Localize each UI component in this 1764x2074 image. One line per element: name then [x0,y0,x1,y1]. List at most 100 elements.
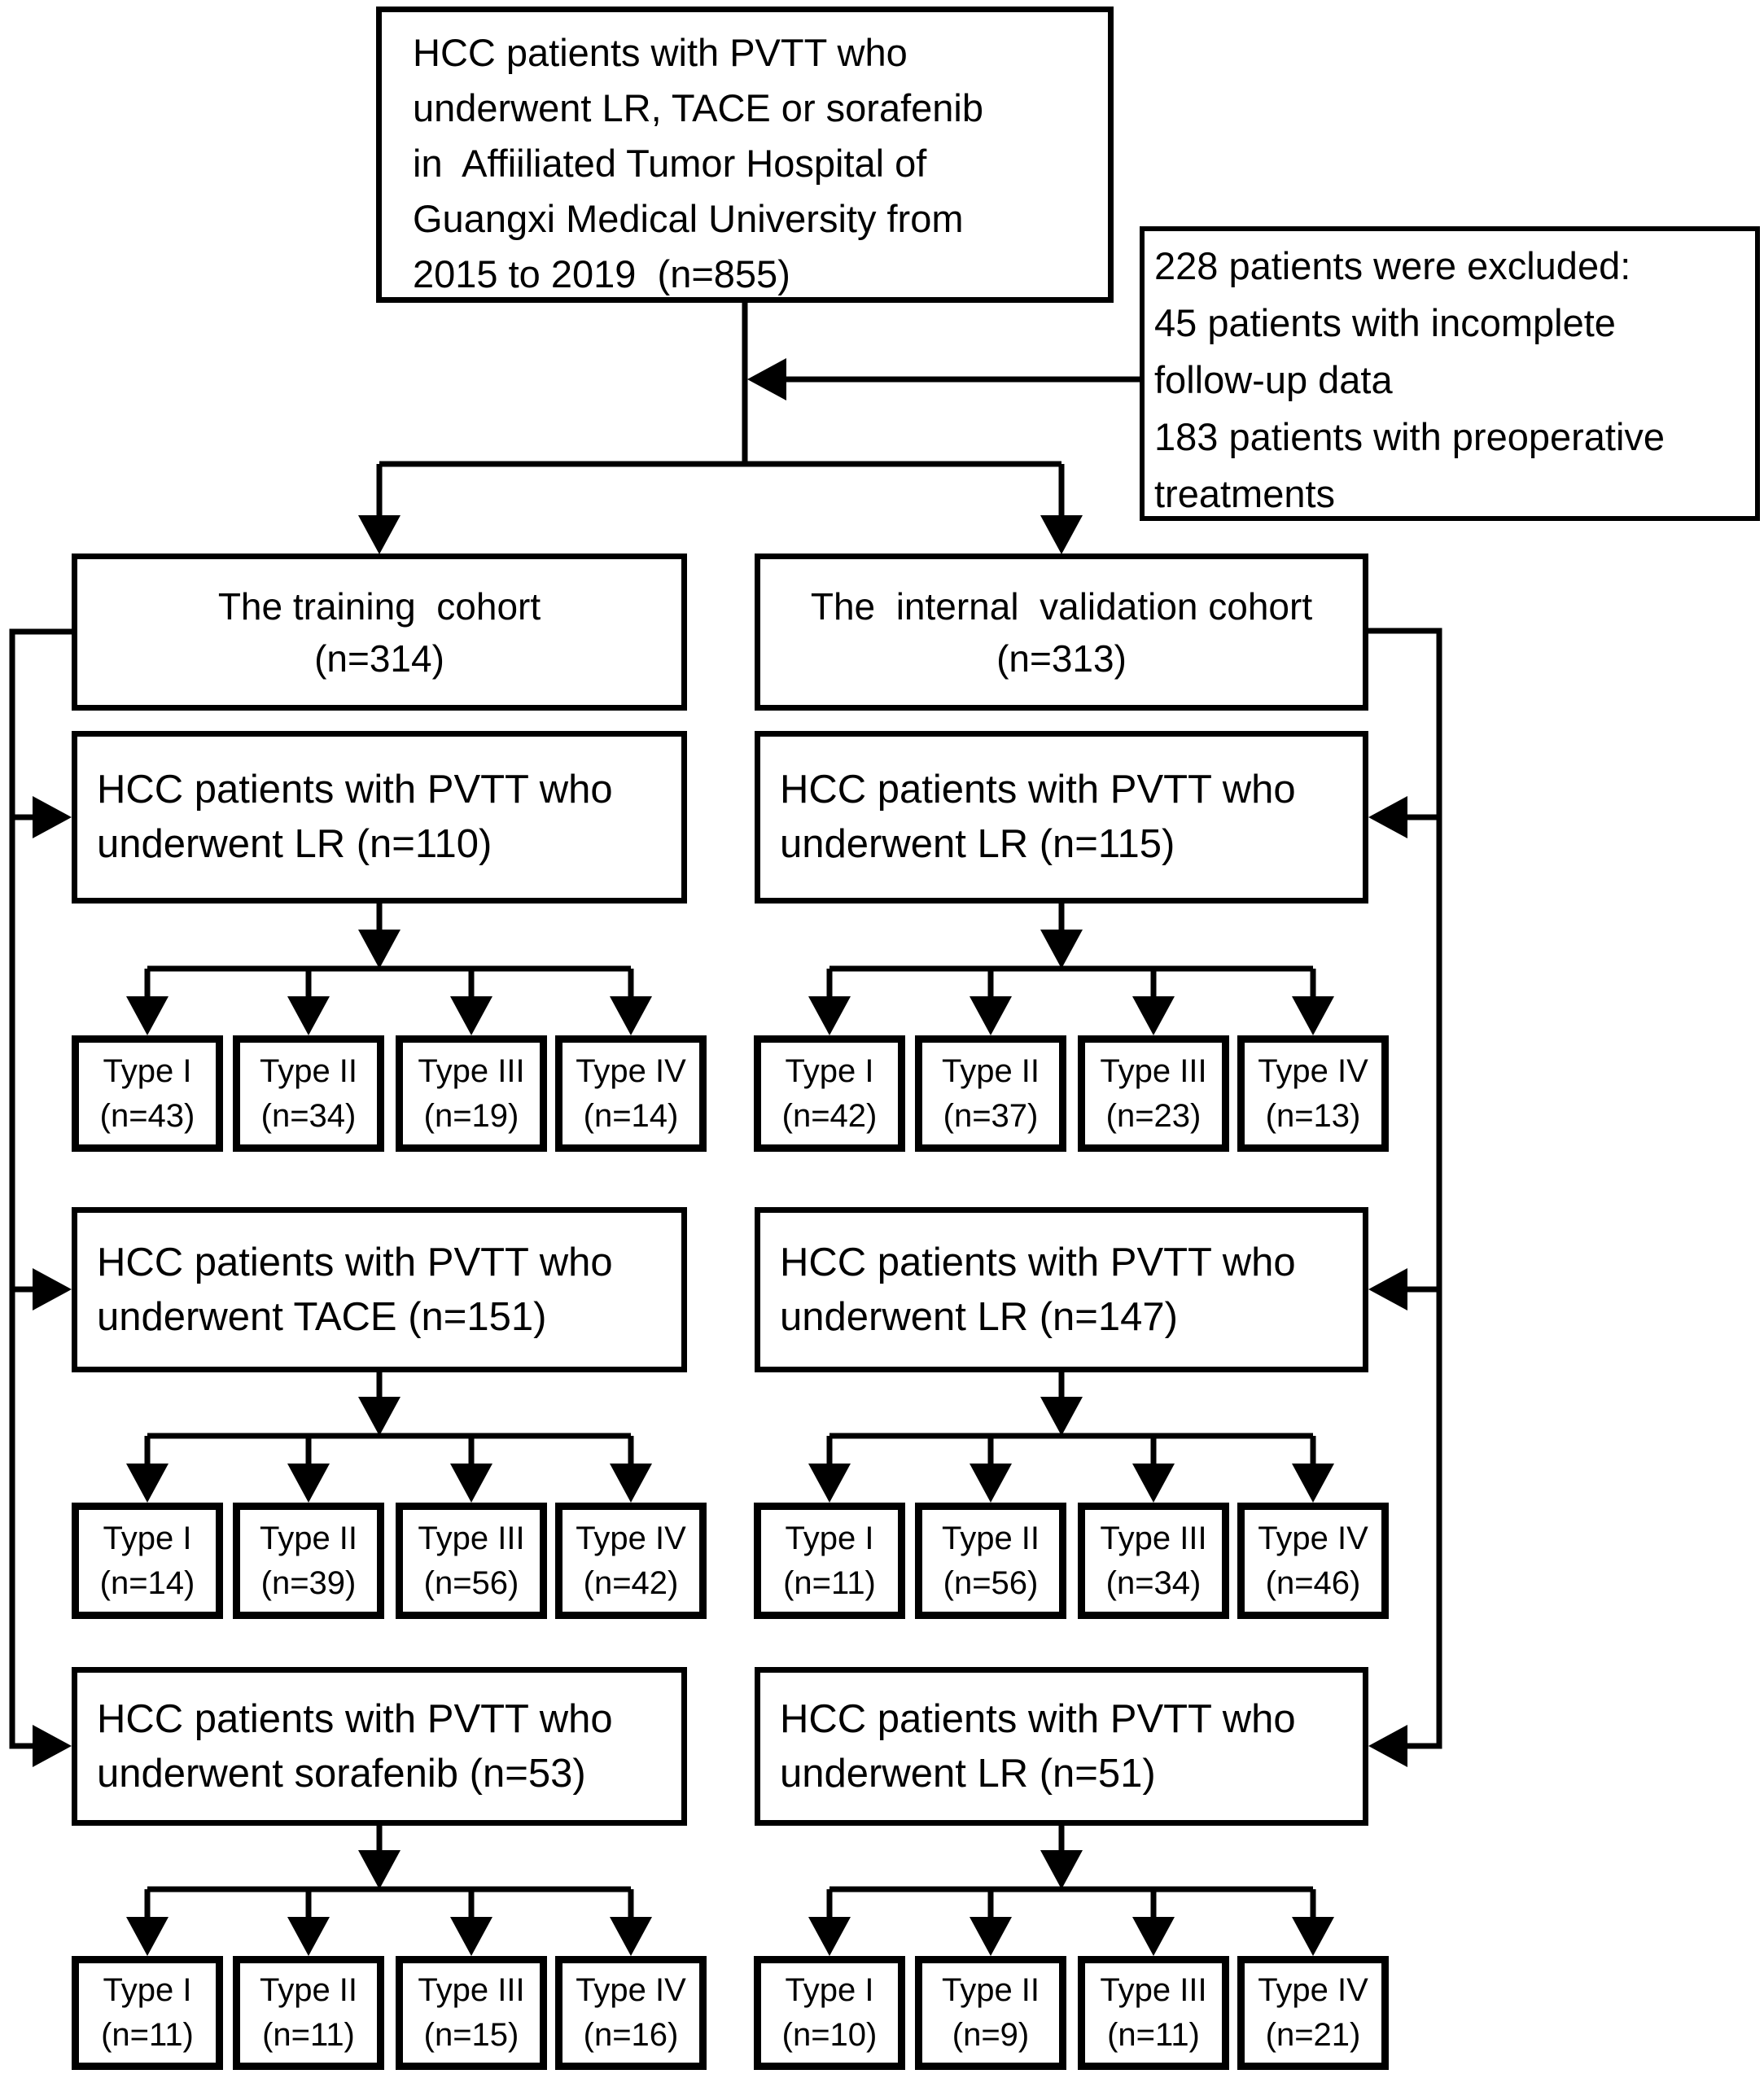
treatment-box-validation-3: HCC patients with PVTT who underwent LR … [755,1667,1368,1826]
arrowheads [33,358,1407,1956]
type-label: Type II [941,1972,1040,2008]
type-count: (n=34) [1105,1564,1202,1601]
type-box: Type III (n=19) [396,1035,547,1152]
type-box: Type II (n=9) [915,1956,1066,2070]
type-count: (n=14) [99,1564,195,1601]
arrowhead-right-2 [1368,1268,1407,1310]
type-box: Type III (n=11) [1078,1956,1229,2070]
type-count: (n=14) [583,1097,679,1134]
fan-val-1 [826,904,1316,996]
type-box: Type IV (n=13) [1237,1035,1389,1152]
fan-val-3 [826,1826,1316,1917]
type-label: Type IV [576,1520,686,1556]
type-box: Type I (n=11) [72,1956,223,2070]
text-line: HCC patients with PVTT who [97,1696,613,1741]
type-count: (n=46) [1265,1564,1361,1601]
type-count: (n=21) [1265,2017,1361,2053]
type-count: (n=10) [781,2017,878,2053]
type-box: Type IV (n=21) [1237,1956,1389,2070]
type-label: Type I [103,1520,192,1556]
type-box: Type II (n=56) [915,1503,1066,1619]
treatment-box-validation-1: HCC patients with PVTT who underwent LR … [755,731,1368,904]
text-line: treatments [1154,472,1336,515]
type-count: (n=11) [101,2017,194,2053]
text-line: underwent TACE (n=151) [97,1294,547,1339]
type-box: Type I (n=42) [754,1035,905,1152]
type-count: (n=37) [943,1097,1039,1134]
type-box: Type IV (n=16) [555,1956,707,2070]
type-box: Type I (n=11) [754,1503,905,1619]
connector-right-rail [1368,628,1442,1749]
text-line: 183 patients with preoperative [1154,415,1666,458]
type-box: Type III (n=34) [1078,1503,1229,1619]
type-label: Type IV [576,1972,686,2008]
text-line: HCC patients with PVTT who [780,768,1296,812]
arrowhead-validation [1040,515,1083,554]
text-line: Guangxi Medical University from [413,197,964,240]
type-count: (n=56) [943,1564,1039,1601]
treatment-box-training-lr: HCC patients with PVTT who underwent LR … [72,731,687,904]
type-box: Type II (n=39) [233,1503,384,1619]
fan-train-1 [144,904,634,996]
type-label: Type II [259,1972,358,2008]
type-count: (n=11) [262,2017,355,2053]
text-line: underwent LR (n=147) [780,1294,1178,1339]
text-line: 2015 to 2019 (n=855) [413,252,790,295]
text-line: HCC patients with PVTT who [97,1240,613,1284]
text-line: The training cohort [217,584,541,628]
arrowhead-training [358,515,401,554]
text-line: 228 patients were excluded: [1154,244,1631,287]
arrowhead-exclusion [747,358,786,400]
type-label: Type III [418,1520,525,1556]
training-cohort-box: The training cohort (n=314) [72,554,687,711]
type-label: Type III [1100,1972,1207,2008]
arrowhead-left-3 [33,1725,72,1767]
text-line: underwent LR (n=115) [780,822,1175,866]
type-box: Type IV (n=46) [1237,1503,1389,1619]
type-label: Type I [785,1052,874,1089]
type-box: Type I (n=10) [754,1956,905,2070]
text-line: The internal validation cohort [810,584,1313,628]
type-label: Type IV [576,1052,686,1089]
exclusion-box: 228 patients were excluded: 45 patients … [1140,226,1760,521]
type-count: (n=34) [260,1097,357,1134]
text-line: underwent LR, TACE or sorafenib [413,86,984,129]
treatment-box-training-sorafenib: HCC patients with PVTT who underwent sor… [72,1667,687,1826]
type-label: Type II [941,1052,1040,1089]
type-box: Type II (n=11) [233,1956,384,2070]
type-label: Type II [941,1520,1040,1556]
arrowhead-left-1 [33,796,72,838]
type-box: Type IV (n=42) [555,1503,707,1619]
validation-cohort-box: The internal validation cohort (n=313) [755,554,1368,711]
type-label: Type III [418,1052,525,1089]
type-count: (n=39) [260,1564,357,1601]
type-label: Type IV [1258,1052,1368,1089]
type-count: (n=13) [1265,1097,1361,1134]
type-box: Type III (n=56) [396,1503,547,1619]
type-label: Type IV [1258,1972,1368,2008]
arrowhead-right-3 [1368,1725,1407,1767]
fan-val-2 [826,1372,1316,1464]
type-count: (n=11) [783,1564,876,1601]
type-label: Type I [785,1972,874,2008]
type-count: (n=23) [1105,1097,1202,1134]
arrowhead-left-2 [33,1268,72,1310]
type-label: Type III [1100,1052,1207,1089]
type-label: Type I [103,1972,192,2008]
fan-train-2 [144,1372,634,1464]
type-count: (n=9) [952,2017,1030,2053]
arrowhead-right-1 [1368,796,1407,838]
type-label: Type II [259,1520,358,1556]
text-line: underwent LR (n=110) [97,822,492,866]
text-line: HCC patients with PVTT who [780,1240,1296,1284]
type-label: Type II [259,1052,358,1089]
text-line: underwent LR (n=51) [780,1751,1156,1796]
connector-left-rail [9,628,72,1749]
type-label: Type I [785,1520,874,1556]
text-line: (n=314) [314,637,444,680]
type-box: Type III (n=23) [1078,1035,1229,1152]
text-line: in Affiiliated Tumor Hospital of [413,142,927,185]
type-label: Type III [1100,1520,1207,1556]
type-label: Type IV [1258,1520,1368,1556]
type-box: Type I (n=43) [72,1035,223,1152]
